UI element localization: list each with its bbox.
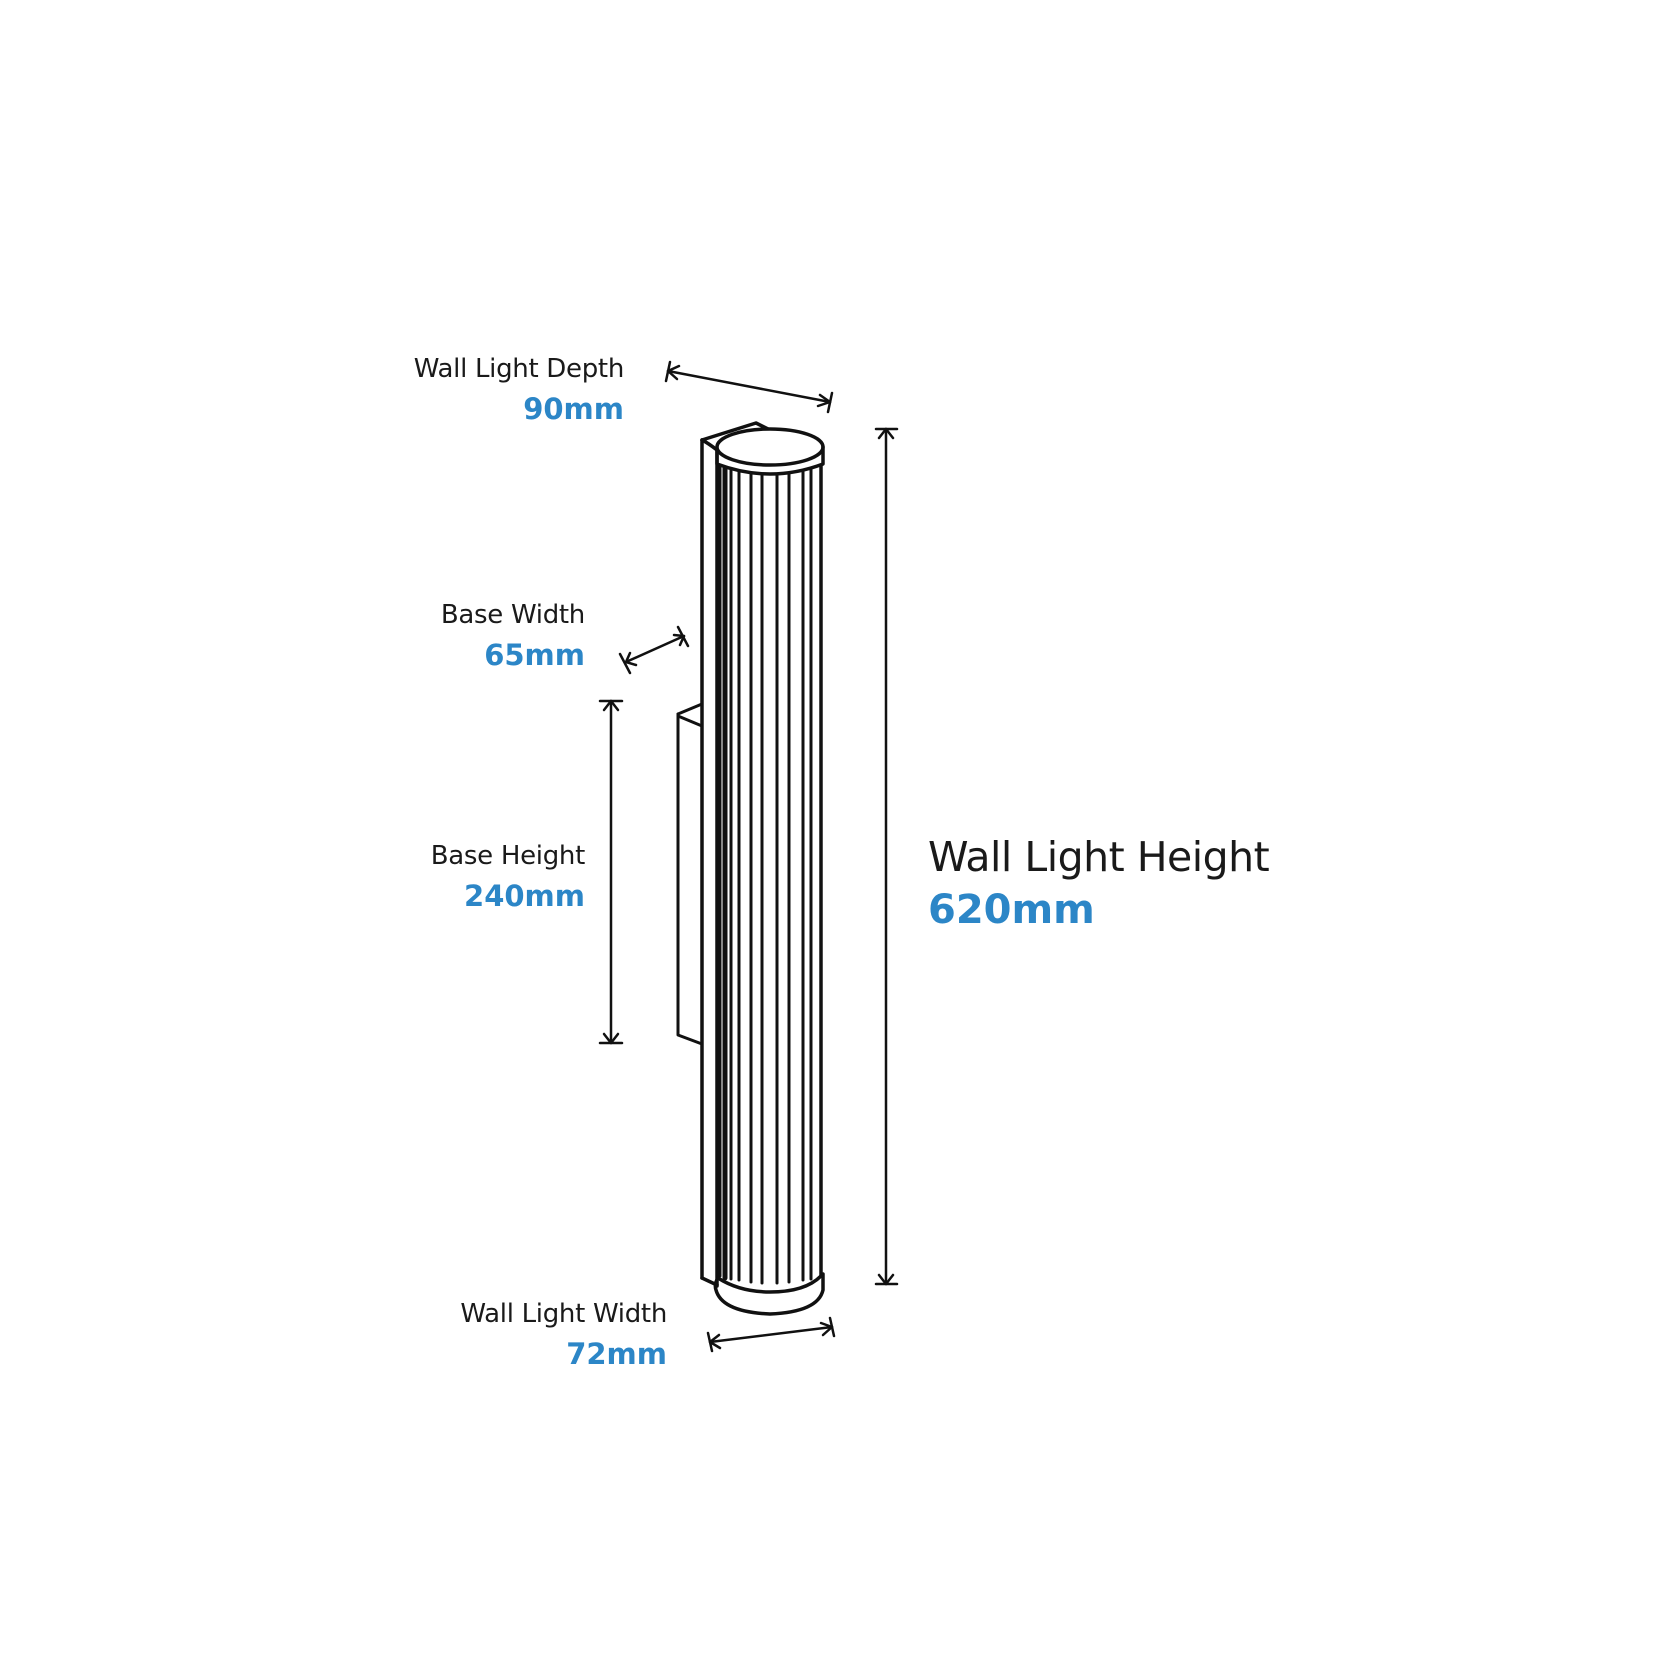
width-label: Wall Light Width 72mm (460, 1301, 667, 1369)
base-plate (676, 702, 704, 1046)
base-width-label: Base Width 65mm (441, 602, 585, 670)
depth-label: Wall Light Depth 90mm (413, 354, 625, 426)
top-cap (700, 427, 825, 476)
depth-label-name: Wall Light Depth (413, 354, 625, 384)
base-height-label-name: Base Height (430, 841, 586, 871)
bottom-cap (713, 1272, 825, 1316)
width-label-value: 72mm (566, 1337, 667, 1371)
width-dimension-arrow (706, 1316, 836, 1353)
height-label-value: 620mm (928, 887, 1095, 933)
base-width-label-value: 65mm (484, 638, 585, 672)
height-dimension-arrow (874, 427, 899, 1286)
base-width-dimension-arrow (618, 625, 690, 675)
fluted-diffuser (718, 464, 823, 1285)
depth-label-value: 90mm (523, 392, 624, 426)
height-label: Wall Light Height 620mm (928, 833, 1270, 933)
base-height-dimension-arrow (598, 699, 624, 1045)
base-height-label: Base Height 240mm (430, 841, 586, 913)
base-width-label-name: Base Width (440, 600, 585, 630)
height-label-name: Wall Light Height (928, 833, 1270, 881)
depth-dimension-arrow (664, 360, 834, 414)
width-label-name: Wall Light Width (460, 1299, 667, 1329)
base-height-label-value: 240mm (464, 879, 585, 913)
